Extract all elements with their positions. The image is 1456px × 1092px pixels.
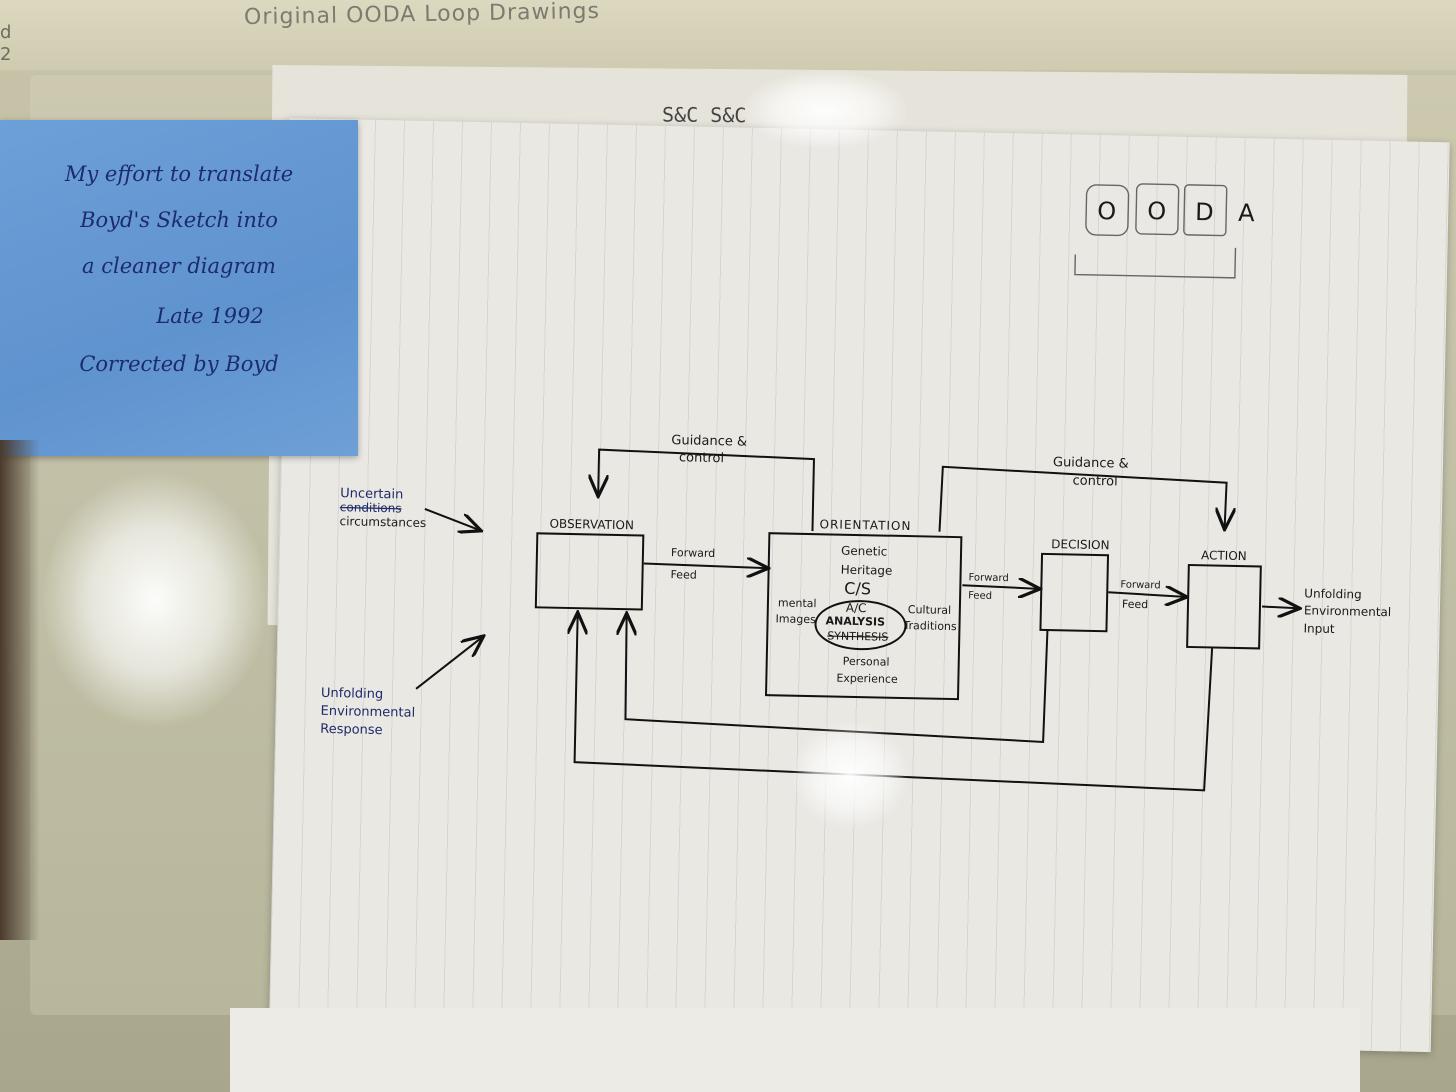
folder-label: Original OODA Loop Drawings <box>243 0 601 31</box>
ff3-line1: Forward <box>1120 580 1160 592</box>
input-arrow-uncertain <box>424 508 479 530</box>
corner-letter: O <box>1097 197 1116 225</box>
orientation-analysis: ANALYSIS <box>825 614 885 628</box>
input-uncertain-line3: circumstances <box>339 514 426 530</box>
guidance-right-line1: Guidance & <box>1053 455 1129 472</box>
decision-box <box>1039 552 1110 633</box>
guidance-loop-left <box>598 448 815 532</box>
input-arrow-unfolding <box>415 636 482 690</box>
action-label: ACTION <box>1201 548 1247 563</box>
orientation-genetic: Genetic <box>841 544 888 559</box>
glare-center <box>790 720 910 830</box>
corner-ooda-sketch <box>1074 183 1237 279</box>
ff-arrow-2 <box>962 585 1038 589</box>
sticky-note: My effort to translate Boyd's Sketch int… <box>0 120 358 456</box>
guidance-loop-right <box>938 465 1226 538</box>
orientation-personal: Personal <box>843 655 890 669</box>
action-box <box>1186 563 1262 650</box>
ff-arrow-1 <box>643 564 767 569</box>
orientation-heritage: Heritage <box>841 563 893 578</box>
guidance-right-line2: control <box>1072 474 1117 490</box>
output-line3: Input <box>1303 621 1335 636</box>
glare-left <box>40 470 270 730</box>
sticky-line-4: Late 1992 <box>156 304 264 328</box>
observation-box <box>534 532 645 611</box>
sticky-line-3: a cleaner diagram <box>82 254 276 278</box>
sticky-line-2: Boyd's Sketch into <box>80 208 278 232</box>
orientation-ac: A/C <box>846 601 867 615</box>
orientation-experience: Experience <box>836 672 898 686</box>
ff-arrow-3 <box>1108 592 1185 597</box>
ff3-line2: Feed <box>1122 598 1149 612</box>
bottom-sheet <box>230 1008 1360 1092</box>
diagram-paper: O O D A Guidance & control Guidance & co… <box>268 118 1450 1053</box>
ff1-line1: Forward <box>671 546 716 560</box>
folder-edge-mark: 2 <box>0 44 12 65</box>
ff2-line2: Feed <box>968 590 992 601</box>
corner-letter: A <box>1238 199 1256 227</box>
output-arrow <box>1261 607 1298 609</box>
corner-letter: O <box>1147 197 1166 225</box>
ff2-line1: Forward <box>968 572 1008 584</box>
orientation-mental: mental <box>778 596 817 610</box>
orientation-images: Images <box>775 612 816 626</box>
folder-edge-marks: d 2 <box>0 22 11 66</box>
analysis-synthesis-circle <box>814 600 907 651</box>
glare-top <box>740 70 910 150</box>
orientation-box <box>764 532 963 701</box>
sticky-line-5: Corrected by Boyd <box>79 352 279 376</box>
observation-label: OBSERVATION <box>549 517 634 533</box>
ff1-line2: Feed <box>670 568 697 582</box>
input-unfolding-line3: Response <box>320 722 383 738</box>
orientation-traditions: Traditions <box>902 619 957 633</box>
input-uncertain-line1: Uncertain <box>340 486 403 502</box>
orientation-label: ORIENTATION <box>819 517 911 533</box>
folder-tab: Original OODA Loop Drawings d 2 <box>0 0 1456 70</box>
output-line2: Environmental <box>1304 603 1392 619</box>
corner-letter: D <box>1195 198 1214 226</box>
orientation-synthesis: SYNTHESIS <box>827 629 888 643</box>
guidance-left-line2: control <box>679 450 724 466</box>
orientation-cultural: Cultural <box>908 603 952 617</box>
guidance-left-line1: Guidance & <box>671 433 747 450</box>
input-unfolding-line2: Environmental <box>320 704 415 721</box>
sticky-line-1: My effort to translate <box>64 162 294 186</box>
folder-edge-mark: d <box>0 22 12 43</box>
orientation-cs: C/S <box>844 579 871 599</box>
input-uncertain-line2: conditions <box>340 500 402 515</box>
decision-label: DECISION <box>1051 537 1110 552</box>
ooda-diagram: O O D A Guidance & control Guidance & co… <box>320 183 1392 792</box>
input-unfolding-line1: Unfolding <box>321 686 384 702</box>
finger-shadow <box>0 440 40 940</box>
back-sheet-scribble: S&C S&C <box>661 102 747 128</box>
output-line1: Unfolding <box>1304 586 1362 601</box>
